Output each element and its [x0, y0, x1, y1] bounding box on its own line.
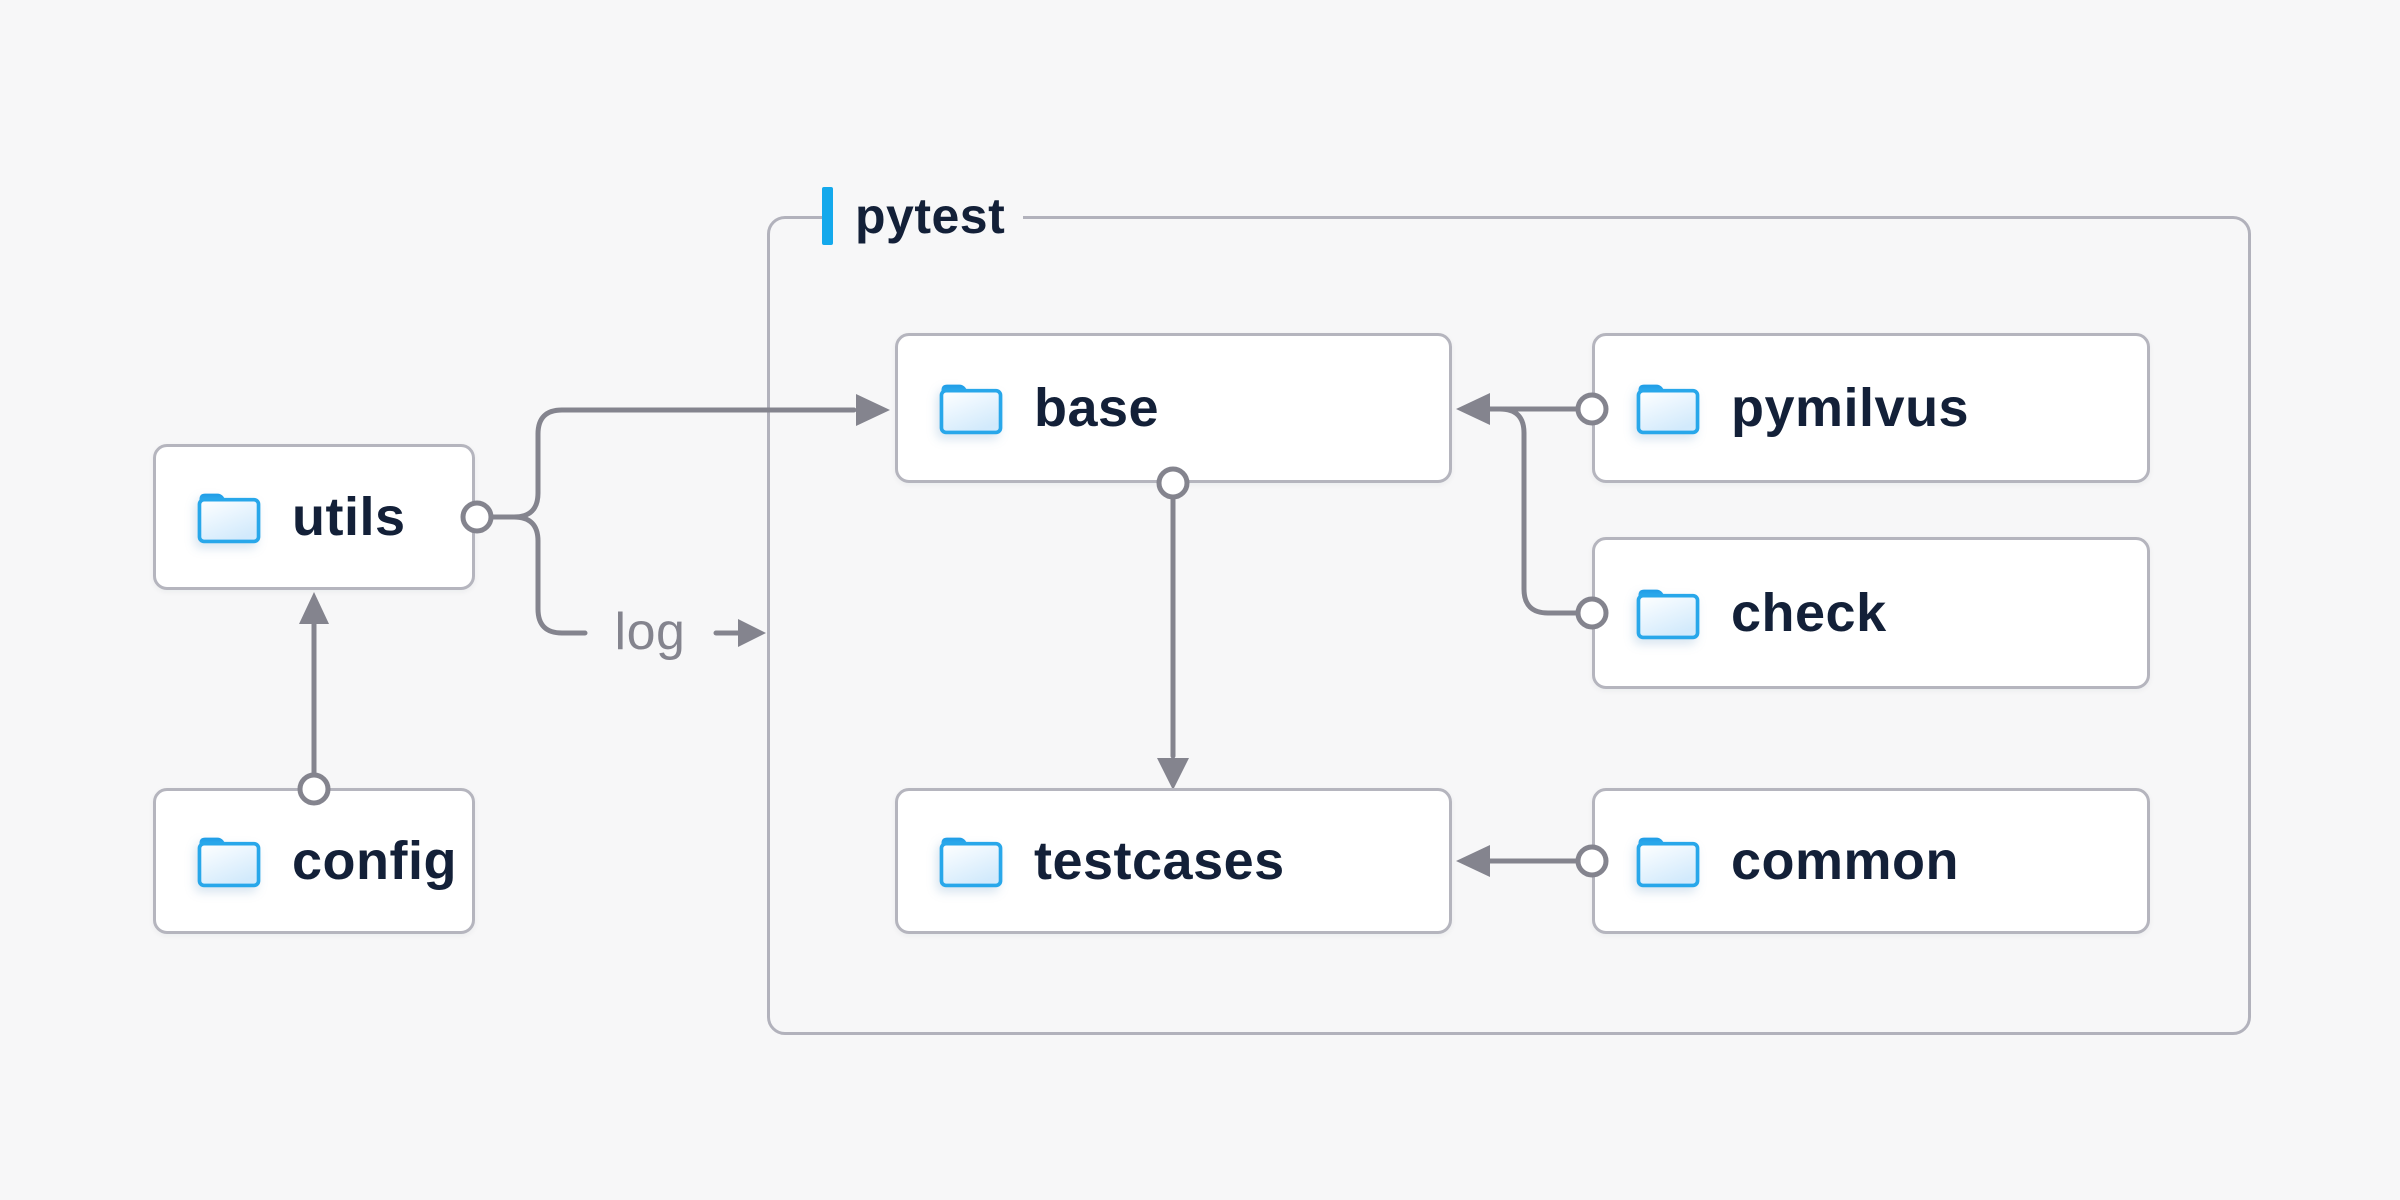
node-label: common: [1731, 831, 1960, 891]
node-pymilvus: pymilvus: [1592, 333, 2150, 483]
node-label: utils: [292, 487, 406, 547]
edge-config-to-utils: [299, 592, 329, 777]
accent-bar: [822, 187, 833, 245]
pytest-group-container: [767, 216, 2251, 1035]
node-label: pymilvus: [1731, 378, 1970, 438]
edge-label-log: log: [614, 603, 686, 661]
node-check: check: [1592, 537, 2150, 689]
arrowhead-up: [299, 592, 329, 624]
pytest-label-text: pytest: [855, 188, 1006, 244]
folder-icon: [1636, 384, 1700, 434]
folder-icon: [1636, 837, 1700, 887]
node-config: config: [153, 788, 475, 934]
folder-icon: [939, 384, 1003, 434]
arrowhead-right: [738, 619, 766, 647]
node-base: base: [895, 333, 1452, 483]
folder-icon: [197, 493, 261, 543]
node-label: testcases: [1034, 831, 1285, 891]
node-label: base: [1034, 378, 1160, 438]
node-utils: utils: [153, 444, 475, 590]
pytest-group-label: pytest: [822, 186, 1024, 246]
folder-icon: [1636, 589, 1700, 639]
node-common: common: [1592, 788, 2150, 934]
node-testcases: testcases: [895, 788, 1452, 934]
node-label: config: [292, 831, 457, 891]
folder-icon: [197, 837, 261, 887]
edge-log-arrow: [713, 619, 766, 647]
folder-icon: [939, 837, 1003, 887]
node-label: check: [1731, 583, 1887, 643]
edge-utils-to-log: [511, 514, 588, 636]
